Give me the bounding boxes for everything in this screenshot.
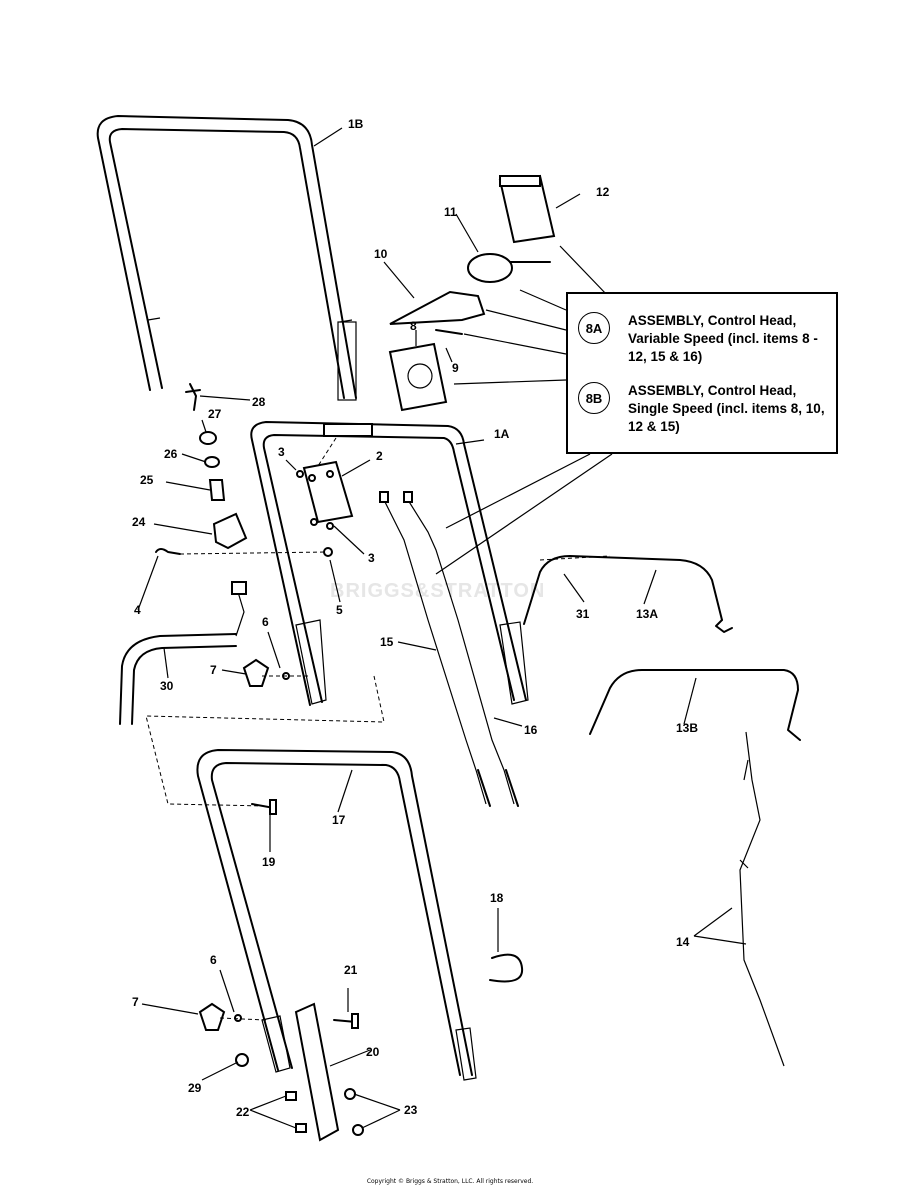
middle-handle-1a xyxy=(250,421,529,706)
legend-code-8a: 8A xyxy=(578,312,610,344)
bolt-19 xyxy=(251,799,277,815)
callout-20: 20 xyxy=(366,1045,380,1059)
callout-3a: 3 xyxy=(278,445,285,459)
callout-27: 27 xyxy=(208,407,222,421)
callout-28: 28 xyxy=(252,395,266,409)
spring-9 xyxy=(435,329,463,335)
cable-30 xyxy=(119,633,237,725)
callout-11: 11 xyxy=(444,205,457,219)
legend-text-8a: ASSEMBLY, Control Head, Variable Speed (… xyxy=(628,313,818,364)
callout-7b: 7 xyxy=(132,995,139,1009)
callout-15: 15 xyxy=(380,635,394,649)
bail-13b xyxy=(589,669,801,741)
bracket-hole xyxy=(308,474,316,482)
assembly-legend: 8A ASSEMBLY, Control Head, Variable Spee… xyxy=(566,292,838,454)
callout-13b: 13B xyxy=(676,721,698,735)
alignment-dash xyxy=(145,675,385,807)
nut-5 xyxy=(323,547,333,557)
callout-1b: 1B xyxy=(348,117,364,131)
callout-25: 25 xyxy=(140,473,154,487)
clip-18 xyxy=(489,953,524,983)
callout-6b: 6 xyxy=(210,953,217,967)
callout-17: 17 xyxy=(332,813,346,827)
callout-6a: 6 xyxy=(262,615,269,629)
callout-26: 26 xyxy=(164,447,178,461)
callout-31: 31 xyxy=(576,607,590,621)
callout-19: 19 xyxy=(262,855,276,869)
callout-10: 10 xyxy=(374,247,388,261)
cable-15 xyxy=(379,491,491,807)
callout-14: 14 xyxy=(676,935,690,949)
screw-3 xyxy=(310,518,318,526)
callout-7a: 7 xyxy=(210,663,217,677)
bolt-21 xyxy=(333,1013,359,1029)
lever-10 xyxy=(389,290,486,325)
knob-7-lower xyxy=(198,1002,267,1031)
plug-29 xyxy=(235,1053,249,1067)
base-8 xyxy=(388,342,448,412)
callout-4: 4 xyxy=(134,603,141,617)
callout-16: 16 xyxy=(524,723,538,737)
callout-8: 8 xyxy=(410,319,417,333)
base-8-center xyxy=(407,363,433,389)
bail-13a-31 xyxy=(523,555,733,633)
callout-2: 2 xyxy=(376,449,383,463)
callout-12: 12 xyxy=(596,185,610,199)
washer-26 xyxy=(204,456,220,468)
screw-3 xyxy=(326,522,334,530)
knob-7-upper xyxy=(242,658,310,687)
lower-handle-17 xyxy=(196,749,477,1081)
nut-23 xyxy=(344,1088,356,1100)
callout-18: 18 xyxy=(490,891,504,905)
callout-29: 29 xyxy=(188,1081,202,1095)
callout-23: 23 xyxy=(404,1103,418,1117)
callout-21: 21 xyxy=(344,963,358,977)
screw-3 xyxy=(296,470,304,478)
callout-24: 24 xyxy=(132,515,146,529)
bracket-hole xyxy=(326,470,334,478)
nut-23 xyxy=(352,1124,364,1136)
cable-14 xyxy=(739,731,785,1067)
bracket-2 xyxy=(302,460,354,524)
copyright-notice: Copyright © Briggs & Stratton, LLC. All … xyxy=(366,1178,534,1185)
legend-text-8b: ASSEMBLY, Control Head, Single Speed (in… xyxy=(628,383,825,434)
upper-handle-1b xyxy=(96,115,357,401)
leader-lines xyxy=(137,127,747,1129)
switch-housing-24 xyxy=(212,512,248,550)
legend-code-8b: 8B xyxy=(578,382,610,414)
callout-13a: 13A xyxy=(636,607,658,621)
callout-22: 22 xyxy=(236,1105,250,1119)
cable-16 xyxy=(403,491,519,807)
legend-row-8a: 8A ASSEMBLY, Control Head, Variable Spee… xyxy=(578,312,828,366)
callout-5: 5 xyxy=(336,603,343,617)
lever-11 xyxy=(467,253,513,283)
pin-4 xyxy=(155,548,181,555)
callout-1a: 1A xyxy=(494,427,510,441)
watermark: BRIGGS&STRATTON xyxy=(330,580,546,602)
callout-9: 9 xyxy=(452,361,459,375)
nut-27 xyxy=(199,431,217,445)
callout-30: 30 xyxy=(160,679,174,693)
bolt-22 xyxy=(295,1123,307,1133)
key-28 xyxy=(185,383,201,411)
plate-20 xyxy=(294,1002,340,1142)
callout-3b: 3 xyxy=(368,551,375,565)
callout-labels: 1B 12 11 10 8 9 28 27 1A 3 2 26 25 24 3 … xyxy=(132,117,698,1119)
switch-25 xyxy=(208,479,226,501)
bolt-22 xyxy=(285,1091,297,1101)
legend-row-8b: 8B ASSEMBLY, Control Head, Single Speed … xyxy=(578,382,828,436)
